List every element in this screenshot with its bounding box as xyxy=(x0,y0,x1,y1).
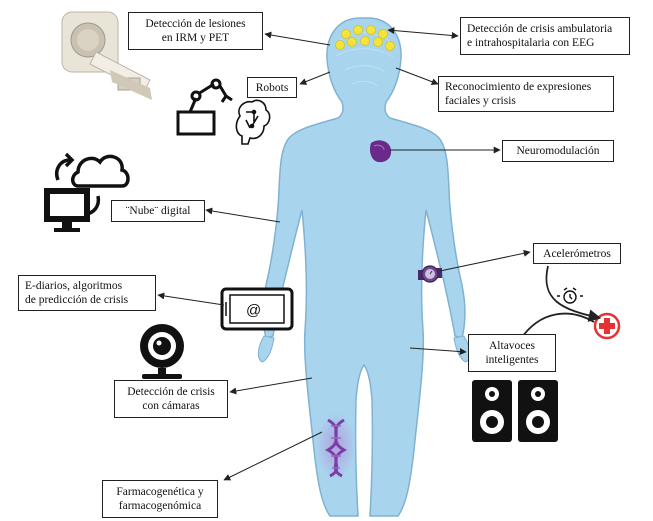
label-line: Neuromodulación xyxy=(516,144,599,158)
arrow-cloud xyxy=(206,210,280,222)
arrow-robots xyxy=(300,72,330,84)
label-line: farmacogenómica xyxy=(116,499,203,513)
tablet-at-symbol: @ xyxy=(246,302,261,319)
arrow-cameras xyxy=(230,378,312,392)
label-accelerometers: Acelerómetros xyxy=(533,243,621,264)
label-robots: Robots xyxy=(247,77,297,98)
label-line: en IRM y PET xyxy=(145,31,245,45)
label-text: Neuromodulación xyxy=(516,144,599,158)
label-line: Detección de crisis ambulatoria xyxy=(467,22,612,36)
alarm-clock-icon xyxy=(557,288,583,303)
speaker-icon xyxy=(472,380,558,442)
arrow-eeg xyxy=(388,30,458,36)
label-line: e intrahospitalaria con EEG xyxy=(467,36,612,50)
label-line: Reconocimiento de expresiones xyxy=(445,80,591,94)
label-line: con cámaras xyxy=(127,399,215,413)
tablet-icon: @ xyxy=(222,289,292,329)
label-line: Detección de crisis xyxy=(127,385,215,399)
label-line: de predicción de crisis xyxy=(25,293,128,307)
arrow-facial xyxy=(396,68,438,84)
brain-chip-icon xyxy=(236,100,269,144)
arrow-pharma xyxy=(224,432,322,480)
label-digital-cloud: ¨Nube¨ digital xyxy=(111,200,205,222)
neurostimulator-icon xyxy=(370,140,391,162)
label-line: Altavoces xyxy=(485,339,538,353)
label-line: Detección de lesiones xyxy=(145,17,245,31)
label-line: Robots xyxy=(256,81,289,95)
dna-icon xyxy=(316,412,356,480)
label-neuromodulation: Neuromodulación xyxy=(502,140,614,162)
label-line: ¨Nube¨ digital xyxy=(126,204,191,218)
webcam-icon xyxy=(140,324,184,379)
label-line: E-diarios, algoritmos xyxy=(25,279,128,293)
label-line: Acelerómetros xyxy=(543,247,611,261)
label-line: Farmacogenética y xyxy=(116,485,203,499)
label-line: faciales y crisis xyxy=(445,94,591,108)
monitor-icon xyxy=(44,188,90,232)
robot-arm-icon xyxy=(178,80,232,134)
label-text: ¨Nube¨ digital xyxy=(126,204,191,218)
label-text: Robots xyxy=(256,81,289,95)
label-text: Acelerómetros xyxy=(543,247,611,261)
arrow-lesions xyxy=(265,34,330,45)
arrow-ediaries xyxy=(158,295,224,305)
label-line: inteligentes xyxy=(485,353,538,367)
